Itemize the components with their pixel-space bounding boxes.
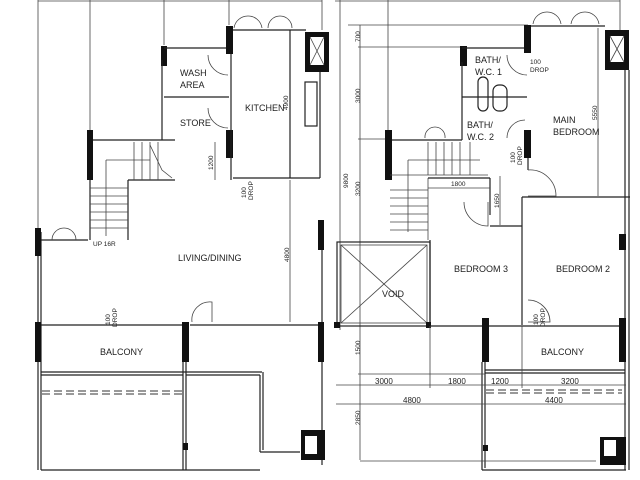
dimension-3000-vertical: 3000 (355, 88, 362, 103)
room-label-wash-area-2: AREA (180, 80, 205, 90)
dimension-1200: 1200 (208, 155, 215, 170)
dimension-1650: 1650 (494, 193, 501, 208)
dimension-1500: 1500 (355, 340, 362, 355)
dimension-9800: 9800 (343, 173, 350, 188)
dimension-4800: 4800 (284, 247, 291, 262)
column (35, 228, 41, 256)
column (619, 318, 626, 362)
room-label-store: STORE (180, 118, 211, 128)
room-label-balcony-upper: BALCONY (541, 347, 584, 357)
basin (492, 84, 508, 112)
column (460, 46, 467, 66)
dimension-2850: 2850 (355, 410, 362, 425)
column (226, 26, 233, 54)
room-label-bedroom-3: BEDROOM 3 (454, 264, 508, 274)
dimension-4900: 4900 (283, 95, 290, 110)
room-label-living-dining: LIVING/DINING (178, 253, 242, 263)
staircase (90, 142, 173, 236)
column (161, 46, 167, 66)
drop-label-value-bath: 100 (530, 59, 541, 66)
room-label-bath-2: BATH/ (467, 120, 493, 130)
drop-label-word-balcony: DROP (112, 308, 119, 327)
room-label-main-bedroom-2: BEDROOM (553, 127, 600, 137)
column (318, 220, 324, 250)
drop-label-value-bedroom2: 100 (533, 314, 540, 325)
drop-label-word: DROP (248, 181, 255, 200)
dimension-1800-corridor: 1800 (451, 181, 466, 188)
dimension-4400: 4400 (545, 396, 563, 405)
drop-label-word-bath: DROP (530, 67, 549, 74)
column (226, 130, 233, 158)
room-label-bath-2-2: W.C. 2 (467, 132, 494, 142)
drop-label-word-bedroom2: DROP (540, 308, 547, 327)
dimension-3200-vertical: 3200 (355, 181, 362, 196)
column (385, 130, 392, 180)
room-label-void: VOID (382, 289, 405, 299)
room-label-bath-1: BATH/ (475, 55, 501, 65)
room-label-bedroom-2: BEDROOM 2 (556, 264, 610, 274)
upper-floor-plan: 700 3000 9800 3200 BATH/ W.C. 1 BATH/ W.… (334, 0, 630, 471)
dimension-3200: 3200 (561, 377, 579, 386)
lower-floor-plan: UP 16R WASH AREA STORE KITCHEN 4900 1200… (35, 0, 329, 471)
column (524, 130, 531, 158)
dimension-5550: 5550 (592, 105, 599, 120)
room-label-wash-area: WASH (180, 68, 207, 78)
room-label-bath-1-2: W.C. 1 (475, 67, 502, 77)
drop-label-value: 100 (241, 187, 248, 198)
dimension-700: 700 (355, 31, 362, 42)
stair-label: UP 16R (93, 241, 116, 248)
void-area (334, 241, 431, 328)
room-label-kitchen: KITCHEN (245, 103, 285, 113)
column (524, 25, 531, 53)
dimension-1200: 1200 (491, 377, 509, 386)
drop-label-value-bedroom: 100 (510, 152, 517, 163)
column (87, 130, 93, 180)
column (318, 322, 324, 362)
column (482, 318, 489, 362)
toilet (477, 76, 489, 112)
column (182, 322, 189, 362)
room-label-balcony: BALCONY (100, 347, 143, 357)
column (619, 234, 626, 250)
drop-label-word-bedroom: DROP (517, 146, 524, 165)
dimension-3000: 3000 (375, 377, 393, 386)
staircase (390, 142, 488, 240)
column (35, 322, 41, 362)
drop-label-value-balcony: 100 (105, 314, 112, 325)
kitchen-sink (304, 81, 318, 127)
room-label-main-bedroom: MAIN (553, 115, 576, 125)
dimension-4800-horizontal: 4800 (403, 396, 421, 405)
dimension-1800: 1800 (448, 377, 466, 386)
